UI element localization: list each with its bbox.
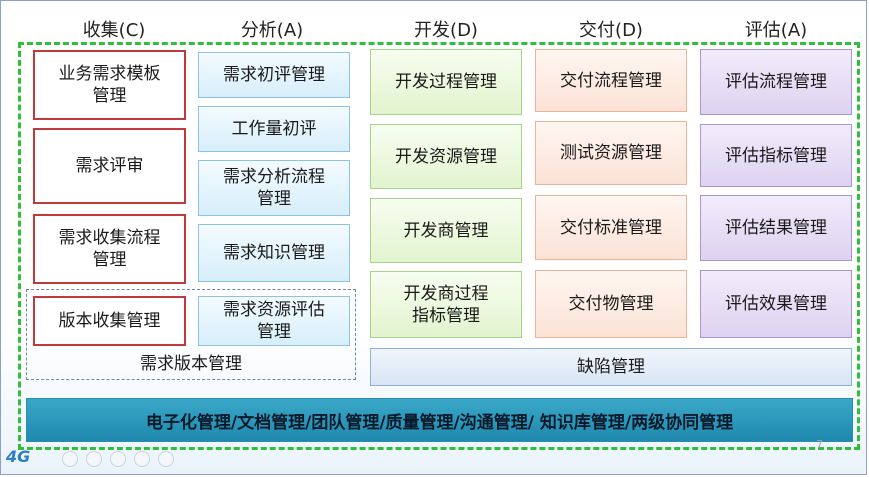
evaluate-box: 评估流程管理 — [700, 49, 852, 115]
deliver-box: 交付流程管理 — [535, 49, 687, 112]
version-group — [26, 289, 356, 380]
develop-box: 开发过程管理 — [370, 49, 522, 115]
defect-management-bar: 缺陷管理 — [370, 348, 852, 386]
decorative-circle-icon — [86, 451, 102, 467]
analyze-box: 需求分析流程 管理 — [198, 160, 350, 216]
page-number: 7 — [816, 438, 823, 451]
deliver-box: 交付标准管理 — [535, 195, 687, 260]
system-boundary — [18, 42, 860, 450]
develop-box: 开发商过程 指标管理 — [370, 271, 522, 338]
header-deliver: 交付(D) — [579, 20, 643, 41]
brand-logo: 4G — [6, 447, 31, 466]
decorative-circle-icon — [62, 451, 78, 467]
header-evaluate: 评估(A) — [744, 20, 808, 41]
decorative-circle-icon — [134, 451, 150, 467]
analyze-box: 需求知识管理 — [198, 224, 350, 282]
collect-box: 需求评审 — [33, 128, 186, 204]
collect-box: 版本收集管理 — [33, 296, 186, 346]
cross-cutting-management-bar: 电子化管理/文档管理/团队管理/质量管理/沟通管理/ 知识库管理/两级协同管理 — [26, 398, 853, 442]
header-collect: 收集(C) — [82, 20, 146, 41]
evaluate-box: 评估结果管理 — [700, 195, 852, 261]
analyze-box: 需求资源评估 管理 — [198, 296, 350, 346]
deliver-box: 测试资源管理 — [535, 121, 687, 185]
collect-box: 需求收集流程 管理 — [33, 214, 186, 284]
develop-box: 开发商管理 — [370, 198, 522, 263]
develop-box: 开发资源管理 — [370, 124, 522, 189]
header-develop: 开发(D) — [414, 20, 478, 41]
analyze-box: 工作量初评 — [198, 106, 350, 152]
evaluate-box: 评估效果管理 — [700, 270, 852, 338]
version-group-label: 需求版本管理 — [140, 354, 242, 374]
evaluate-box: 评估指标管理 — [700, 124, 852, 187]
deliver-box: 交付物管理 — [535, 270, 687, 338]
decorative-circle-icon — [110, 451, 126, 467]
decorative-circle-icon — [158, 451, 174, 467]
header-analyze: 分析(A) — [240, 20, 304, 41]
collect-box: 业务需求模板 管理 — [33, 50, 186, 120]
analyze-box: 需求初评管理 — [198, 52, 350, 98]
